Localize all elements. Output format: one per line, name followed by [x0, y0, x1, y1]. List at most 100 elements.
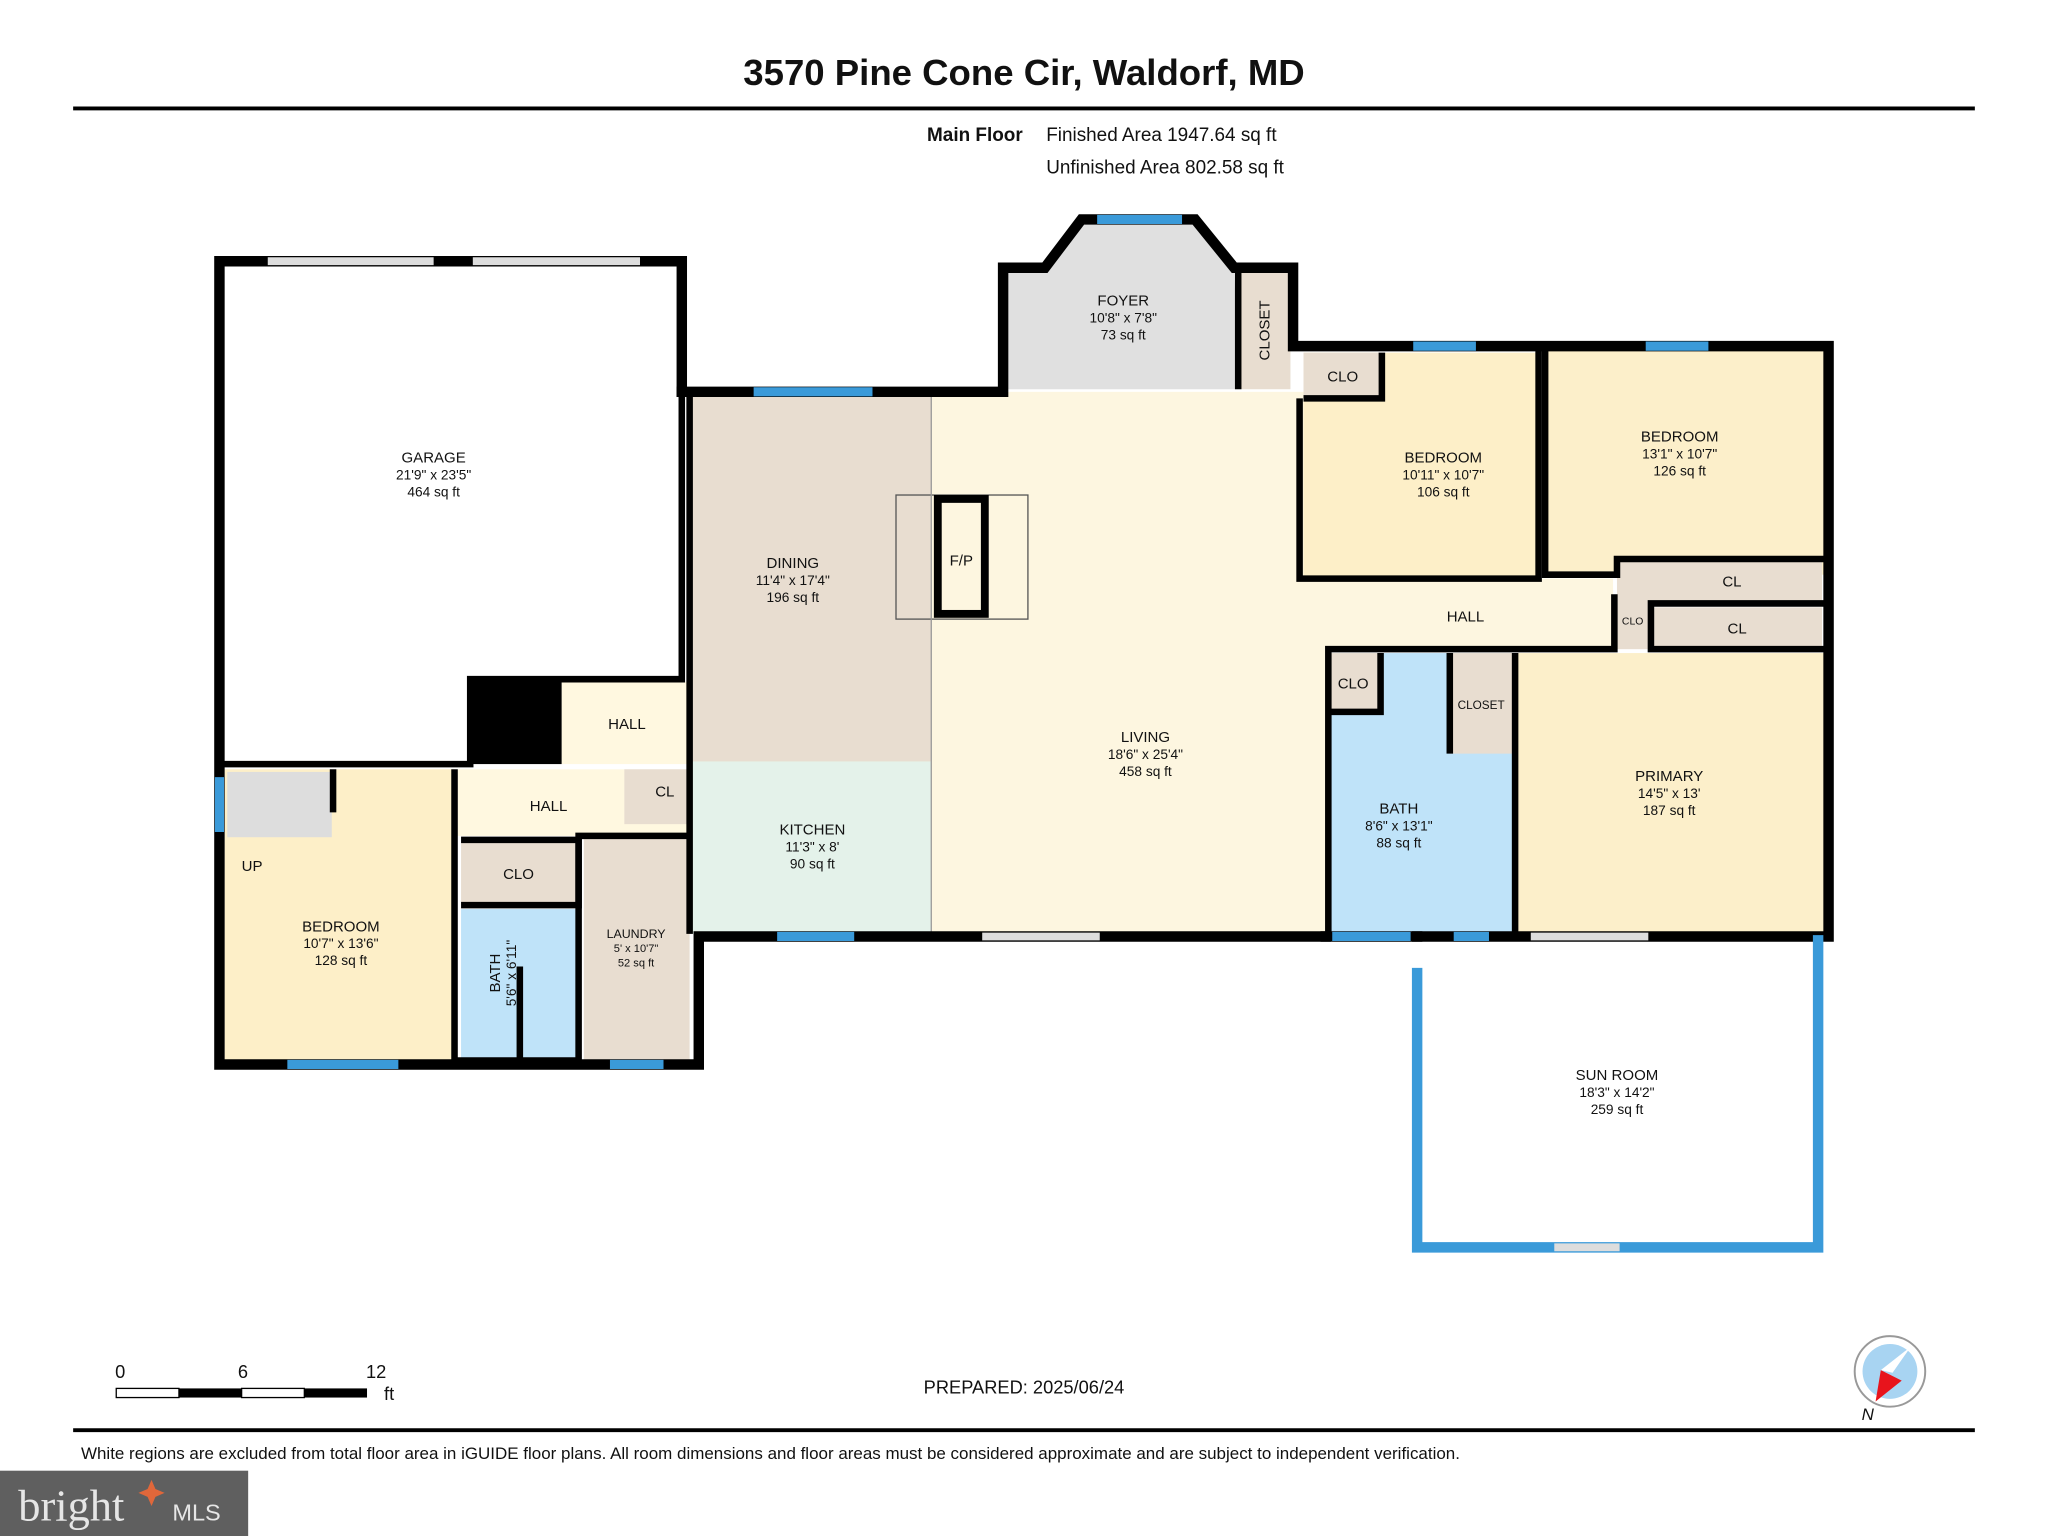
- hall-label: HALL: [608, 716, 646, 733]
- hall-fill: [1299, 578, 1614, 651]
- prepared-date: PREPARED: 2025/06/24: [924, 1377, 1125, 1398]
- svg-text:464 sq ft: 464 sq ft: [407, 484, 460, 499]
- bedroom3-fill: [1545, 350, 1826, 575]
- svg-text:10'8" x 7'8": 10'8" x 7'8": [1089, 311, 1157, 326]
- bath-clo-fill: [1328, 653, 1381, 712]
- svg-text:458 sq ft: 458 sq ft: [1119, 764, 1172, 779]
- svg-text:DINING: DINING: [767, 555, 820, 572]
- svg-text:GARAGE: GARAGE: [402, 449, 466, 466]
- svg-text:LIVING: LIVING: [1121, 729, 1170, 746]
- dining-fill: [689, 391, 932, 762]
- svg-text:187 sq ft: 187 sq ft: [1643, 803, 1696, 818]
- cl-label: CL: [1722, 573, 1741, 590]
- svg-text:13'1" x 10'7": 13'1" x 10'7": [1642, 446, 1717, 461]
- clo-small-fill: [1614, 594, 1650, 650]
- garage-wall: [219, 391, 686, 768]
- clo-label: CLO: [1338, 675, 1369, 692]
- scale-tick-0: 0: [115, 1361, 125, 1382]
- cl2-fill: [1650, 607, 1823, 650]
- cl1-fill: [1616, 559, 1823, 604]
- compass-icon: N: [1853, 1335, 1927, 1424]
- svg-text:21'9" x 23'5": 21'9" x 23'5": [396, 467, 471, 482]
- svg-text:18'3" x 14'2": 18'3" x 14'2": [1579, 1085, 1654, 1100]
- laundry-fill: [583, 835, 690, 1061]
- svg-text:259 sq ft: 259 sq ft: [1591, 1102, 1644, 1117]
- finished-area: Finished Area 1947.64 sq ft: [1046, 125, 1277, 146]
- svg-text:11'4" x 17'4": 11'4" x 17'4": [756, 573, 830, 588]
- compass-label: N: [1862, 1405, 1875, 1424]
- svg-text:18'6" x 25'4": 18'6" x 25'4": [1108, 747, 1183, 762]
- chimney-block: [470, 681, 562, 765]
- svg-text:52 sq ft: 52 sq ft: [618, 958, 654, 970]
- bright-mls-logo: bright MLS: [0, 1470, 249, 1536]
- svg-text:128 sq ft: 128 sq ft: [315, 953, 368, 968]
- clo-left-fill: [461, 842, 579, 903]
- bedroom2-clo-wall: [1303, 352, 1386, 402]
- svg-text:BATH: BATH: [1379, 801, 1418, 818]
- clo-label: CLO: [1622, 616, 1643, 627]
- foyer-fill: [1005, 222, 1239, 390]
- hall-upper-fill: [561, 681, 690, 765]
- svg-text:90 sq ft: 90 sq ft: [790, 857, 835, 872]
- bedroom2-walls: [1296, 350, 1542, 582]
- svg-text:MLS: MLS: [172, 1499, 220, 1525]
- stairs-up-label: UP: [242, 858, 263, 875]
- svg-text:14'5" x 13': 14'5" x 13': [1638, 786, 1701, 801]
- bedroom3-walls: [1541, 350, 1826, 578]
- cl-label: CL: [1728, 620, 1747, 637]
- page-title: 3570 Pine Cone Cir, Waldorf, MD: [743, 52, 1304, 93]
- stairs: [227, 771, 332, 838]
- svg-text:BATH: BATH: [487, 954, 504, 993]
- svg-text:8'6" x 13'1": 8'6" x 13'1": [1365, 819, 1433, 834]
- svg-text:5' x 10'7": 5' x 10'7": [614, 943, 659, 955]
- scale-unit: ft: [384, 1383, 394, 1404]
- svg-text:PRIMARY: PRIMARY: [1635, 768, 1703, 785]
- svg-text:KITCHEN: KITCHEN: [779, 822, 845, 839]
- svg-text:126 sq ft: 126 sq ft: [1653, 463, 1706, 478]
- primary-fill: [1515, 653, 1826, 934]
- floor-label: Main Floor: [927, 125, 1023, 146]
- svg-text:10'11" x 10'7": 10'11" x 10'7": [1402, 467, 1484, 482]
- clo-left-walls: [461, 836, 582, 909]
- disclaimer: White regions are excluded from total fl…: [81, 1444, 1460, 1463]
- svg-text:LAUNDRY: LAUNDRY: [607, 927, 666, 941]
- hall-label: HALL: [530, 798, 568, 815]
- clo-label: CLO: [503, 866, 534, 883]
- closet-walls: [1647, 600, 1826, 653]
- hall-south-wall: [1325, 594, 1618, 934]
- room-fills: [219, 222, 1826, 1061]
- svg-text:FOYER: FOYER: [1097, 293, 1149, 310]
- svg-text:196 sq ft: 196 sq ft: [767, 590, 820, 605]
- svg-text:BEDROOM: BEDROOM: [302, 918, 380, 935]
- bedroom2-clo-fill: [1303, 352, 1382, 399]
- openings: [214, 214, 1709, 1252]
- svg-text:106 sq ft: 106 sq ft: [1417, 484, 1470, 499]
- fireplace-label: F/P: [950, 553, 973, 570]
- living-fill: [931, 391, 1326, 934]
- svg-text:11'3" x 8': 11'3" x 8': [785, 840, 839, 855]
- outer-wall-north-east: [676, 214, 1834, 942]
- svg-text:5'6" x 6'11": 5'6" x 6'11": [504, 940, 519, 1007]
- unfinished-area: Unfinished Area 802.58 sq ft: [1046, 158, 1284, 179]
- bath-clo-wall: [1328, 653, 1384, 716]
- outer-wall-west: [214, 255, 1331, 1070]
- left-inner-walls: [451, 769, 690, 1064]
- cl-left-fill: [624, 769, 688, 825]
- room-laundry: LAUNDRY 5' x 10'7" 52 sq ft: [607, 927, 666, 970]
- svg-text:88 sq ft: 88 sq ft: [1376, 836, 1421, 851]
- hall-label: HALL: [1447, 609, 1485, 626]
